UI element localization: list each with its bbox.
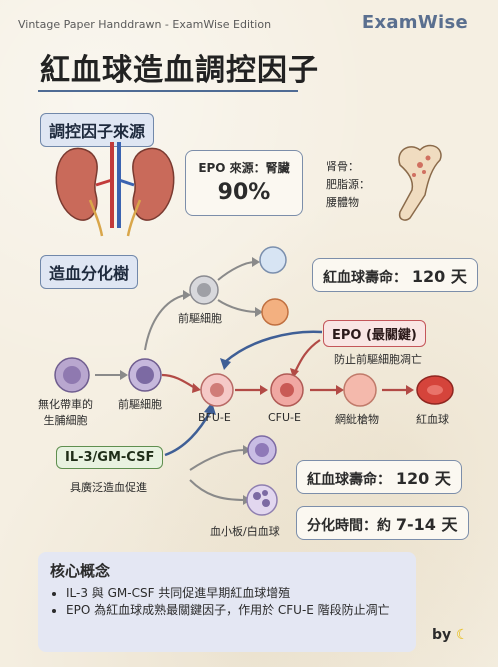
page-title: 紅血球造血調控因子 bbox=[40, 53, 319, 88]
by-text: by bbox=[432, 627, 452, 643]
cfu-e-label: CFU-E bbox=[268, 411, 301, 424]
stem-cell-label: 無化帶車的 生脯細胞 bbox=[38, 398, 93, 427]
source-section-label: 調控因子來源 bbox=[40, 113, 155, 147]
lineage-arrowheads bbox=[120, 257, 263, 505]
core-concept-point: EPO 為紅血球成熟最關鍵因子，作用於 CFU-E 階段防止凋亡 bbox=[66, 602, 404, 619]
rbc-label: 紅血球 bbox=[416, 413, 449, 426]
author-credit: by ☾ bbox=[432, 627, 469, 643]
erythroid-arrowheads bbox=[192, 368, 414, 395]
upper-progenitor-label: 前驅細胞 bbox=[178, 312, 222, 325]
other-source-item: 腰體物 bbox=[326, 196, 359, 209]
myeloid-cell-icon bbox=[259, 246, 287, 274]
cfu-e-cell-icon bbox=[270, 373, 304, 407]
diff-time-value: 7-14 天 bbox=[395, 515, 458, 534]
stem-cell-icon bbox=[54, 357, 90, 393]
brand-logo: ExamWise bbox=[361, 12, 468, 33]
epo-source-text: EPO 來源：腎臟 bbox=[198, 161, 290, 175]
core-concept-point: IL-3 與 GM-CSF 共同促進早期紅血球增殖 bbox=[66, 585, 404, 602]
other-source-item: 肾骨： bbox=[326, 160, 359, 173]
epo-source-box: EPO 來源：腎臟 90% bbox=[185, 150, 303, 216]
diff-time-box: 分化時間：約 7-14 天 bbox=[296, 506, 469, 540]
erythroid-arrows bbox=[161, 339, 408, 392]
platelet-wbc-cell-icon bbox=[246, 484, 278, 516]
diff-time-label: 分化時間：約 bbox=[307, 518, 391, 534]
epo-key-box: EPO (最關鍵) bbox=[323, 320, 426, 347]
rbc-lifespan-value: 120 天 bbox=[395, 469, 451, 488]
other-sources-list: 肾骨： 肥脂源： 腰體物 bbox=[326, 158, 370, 212]
rbc-lifespan-box-bottom: 紅血球壽命： 120 天 bbox=[296, 460, 462, 494]
edition-text: Vintage Paper Handdrawn - ExamWise Editi… bbox=[18, 18, 272, 31]
il3-gmcsf-box: IL-3/GM-CSF bbox=[56, 446, 164, 469]
core-concept-list: IL-3 與 GM-CSF 共同促進早期紅血球增殖 EPO 為紅血球成熟最關鍵因… bbox=[50, 585, 404, 619]
erythroid-cell-icon bbox=[261, 298, 289, 326]
tree-section-label: 造血分化樹 bbox=[40, 255, 139, 289]
reticulocyte-label: 網紕槍物 bbox=[335, 413, 379, 426]
il3-gmcsf-note: 具廣泛造血促進 bbox=[70, 481, 147, 494]
rbc-lifespan-value: 120 天 bbox=[411, 267, 467, 286]
bfu-e-label: BFU-E bbox=[198, 411, 231, 424]
bfu-e-cell-icon bbox=[200, 373, 234, 407]
regulation-arrows bbox=[164, 330, 323, 457]
other-source-item: 肥脂源： bbox=[326, 178, 370, 191]
upper-progenitor-cell-icon bbox=[189, 275, 219, 305]
rbc-lifespan-label: 紅血球壽命： bbox=[307, 472, 391, 488]
core-concept-title: 核心概念 bbox=[50, 562, 111, 580]
epo-note: 防止前驅細胞凋亡 bbox=[334, 353, 422, 366]
rbc-lifespan-box-top: 紅血球壽命： 120 天 bbox=[312, 258, 478, 292]
bone-marrow-icon bbox=[398, 144, 442, 221]
core-concept-box: 核心概念 IL-3 與 GM-CSF 共同促進早期紅血球增殖 EPO 為紅血球成… bbox=[38, 552, 416, 652]
kidney-icon bbox=[55, 142, 175, 237]
title-underline bbox=[38, 90, 298, 92]
platelet-wbc-label: 血小板/白血球 bbox=[210, 525, 280, 538]
progenitor-cell-icon bbox=[128, 358, 162, 392]
rbc-cell-icon bbox=[416, 375, 454, 405]
epo-percent: 90% bbox=[217, 180, 271, 205]
banana-icon: ☾ bbox=[456, 627, 469, 643]
progenitor-label: 前驅細胞 bbox=[118, 398, 162, 411]
rbc-lifespan-label: 紅血球壽命： bbox=[323, 270, 407, 286]
lymphoid-cell-icon bbox=[247, 435, 277, 465]
reticulocyte-cell-icon bbox=[343, 373, 377, 407]
